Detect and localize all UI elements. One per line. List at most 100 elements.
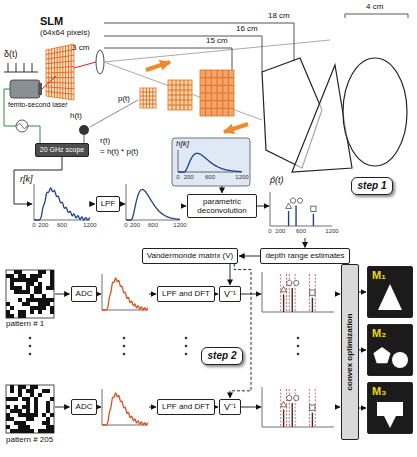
plot-axes (34, 184, 90, 220)
pattern-cell (26, 302, 30, 306)
pattern-cell (50, 270, 54, 274)
pattern-cell (22, 425, 26, 429)
square-shape (377, 402, 403, 416)
pattern-depth-plot (262, 272, 334, 312)
depth-bound (295, 274, 296, 312)
continuation-dot (29, 353, 32, 356)
depth-estimate-plot (270, 192, 332, 226)
pattern-cell (22, 274, 26, 278)
pattern-cell (38, 429, 42, 433)
pattern-cell (6, 425, 10, 429)
matrix-box: V⁻¹ (219, 399, 241, 415)
flow-connector (215, 294, 218, 295)
pattern-cell (10, 429, 14, 433)
slm-grid-line (46, 87, 74, 89)
pattern-cell (30, 393, 34, 397)
converter-box: ADC (71, 399, 98, 414)
pattern-cell (46, 389, 50, 393)
pattern-cell (18, 393, 22, 397)
dimension-label: 15 cm (206, 37, 228, 45)
axis-tick: 200 (38, 222, 48, 228)
pattern-cell (42, 429, 46, 433)
pattern-cell (46, 417, 50, 421)
binary-pattern (6, 385, 54, 433)
pattern-cell (10, 397, 14, 401)
depth-spike (292, 403, 293, 427)
pattern-cell (10, 409, 14, 413)
pattern-cell (46, 286, 50, 290)
pattern-cell (22, 405, 26, 409)
kernel-panel (172, 138, 250, 186)
dimension-line (104, 23, 294, 62)
signal-name: r[k] (20, 175, 33, 184)
node-text: step 2 (208, 350, 237, 362)
node-text: step 1 (358, 180, 387, 192)
pattern-cell (18, 278, 22, 282)
slm-grid-line (68, 45, 69, 99)
triangle-icon (286, 203, 292, 208)
flow-connector (230, 264, 231, 285)
pattern-cell (26, 290, 30, 294)
node-text: LPF and DFT (162, 402, 210, 411)
plane-grid-line (140, 100, 156, 101)
dimension-line (104, 36, 262, 72)
depth-spike (312, 413, 313, 427)
pattern-cell (18, 413, 22, 417)
node-text: depth range estimates (265, 251, 344, 260)
pattern-cell (50, 413, 54, 417)
pattern-cell (34, 286, 38, 290)
depth-spike (283, 409, 284, 427)
pattern-plane (168, 80, 192, 110)
plot-axes (270, 192, 332, 226)
node-text: Vandermonde matrix (V) (147, 251, 234, 260)
slm-grid-line (46, 72, 74, 73)
pattern-cell (22, 385, 26, 389)
plane-grid-line (140, 96, 156, 97)
signal-equation: = h(t) * p(t) (100, 148, 138, 156)
pattern-cell (22, 413, 26, 417)
node-text: V⁻¹ (224, 289, 236, 299)
photodetector (79, 125, 89, 135)
pattern-cell (50, 425, 54, 429)
pattern-cell (42, 413, 46, 417)
flow-arrow (241, 407, 261, 408)
pattern-cell (22, 397, 26, 401)
dimension-label: 3 cm (72, 44, 89, 52)
signal-name: r(t) (100, 137, 110, 145)
pattern-label: pattern # 205 (6, 436, 53, 444)
depth-spike (288, 211, 289, 226)
pentagon-icon (286, 395, 292, 400)
pattern-cell (26, 417, 30, 421)
part-spec: (64x64 pixels) (40, 29, 90, 37)
sample-arrow (14, 157, 62, 204)
process-box: parametric deconvolution (187, 194, 257, 218)
converter-box: ADC (71, 286, 98, 301)
pattern-cell (18, 286, 22, 290)
plot-axes (178, 150, 242, 172)
pattern-cell (30, 389, 34, 393)
pulse-baseline (4, 72, 38, 73)
pattern-cell (50, 274, 54, 278)
continuation-dot (297, 353, 300, 356)
continuation-dot (297, 345, 300, 348)
pattern-cell (18, 310, 22, 314)
pattern-cell (50, 429, 54, 433)
plot-axes (102, 274, 148, 310)
depth-spike (283, 294, 284, 312)
plane-grid-line (222, 70, 223, 116)
pattern-cell (30, 417, 34, 421)
projection-line (104, 62, 262, 120)
plane-grid-line (146, 88, 147, 108)
plane-grid-line (149, 88, 150, 108)
slm-grid-line (62, 46, 63, 98)
pattern-cell (18, 385, 22, 389)
node-text: 20 GHz scope (40, 146, 84, 154)
pattern-cell (30, 306, 34, 310)
plane-grid-line (140, 104, 156, 105)
laser-beam (74, 62, 96, 68)
continuation-dot (123, 345, 126, 348)
plane-grid-line (168, 105, 192, 106)
pattern-cell (6, 413, 10, 417)
pattern-cell (18, 314, 22, 318)
pattern-signal-plot (102, 389, 148, 425)
